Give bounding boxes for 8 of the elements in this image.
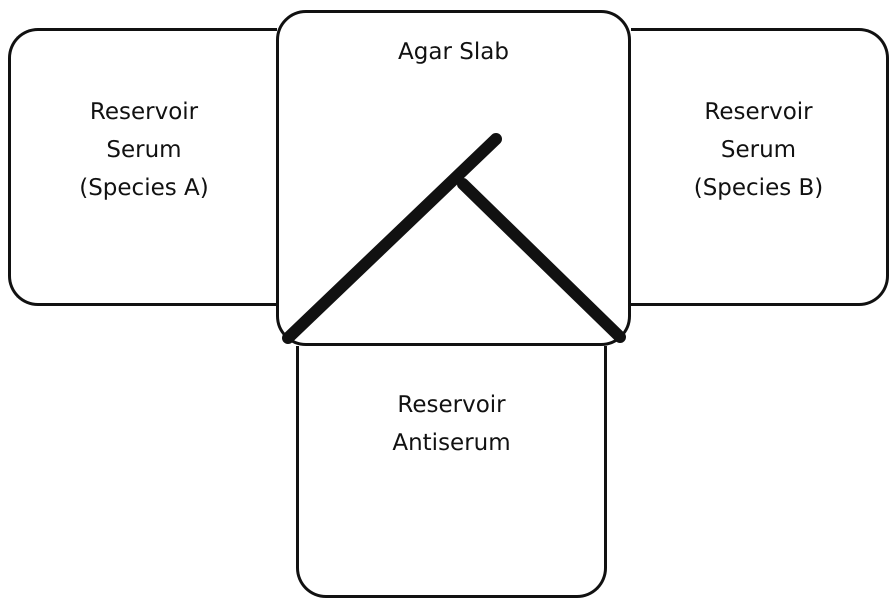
reservoir-box bbox=[276, 10, 631, 346]
reservoir-box bbox=[296, 346, 607, 598]
node-label: Reservoir Serum (Species A) bbox=[78, 98, 210, 203]
node-label: Reservoir Antiserum bbox=[391, 391, 512, 458]
reservoir-box bbox=[8, 28, 277, 306]
node-label: Reservoir Serum (Species B) bbox=[692, 98, 824, 203]
node-label: Agar Slab bbox=[397, 38, 510, 67]
reservoir-box bbox=[631, 28, 889, 306]
